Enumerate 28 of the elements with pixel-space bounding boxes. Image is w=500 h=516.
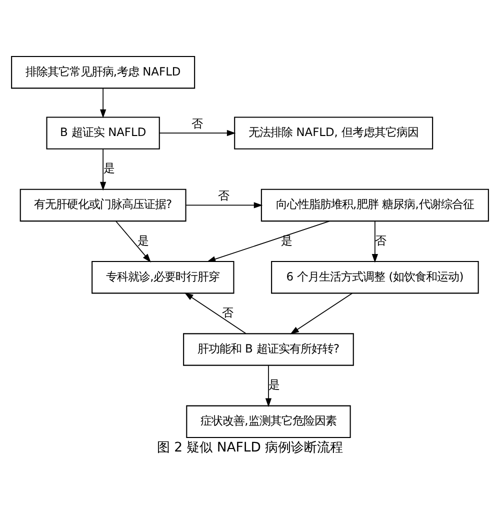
arrow bbox=[206, 220, 330, 262]
node-box: B 超证实 NAFLD bbox=[46, 116, 160, 150]
node-box: 无法排除 NAFLD, 但考虑其它病因 bbox=[234, 116, 434, 150]
node-box: 有无肝硬化或门脉高压证据? bbox=[20, 188, 186, 222]
edge-label: 否 bbox=[222, 305, 234, 320]
arrow bbox=[159, 130, 236, 136]
arrow bbox=[186, 202, 263, 208]
arrow bbox=[100, 88, 106, 118]
arrow bbox=[265, 365, 272, 408]
node-box: 症状改善,监测其它危险因素 bbox=[186, 405, 351, 438]
edge-label: 否 bbox=[191, 116, 202, 130]
arrow bbox=[290, 292, 353, 334]
caption: 图 2 疑似 NAFLD 病例诊断流程 bbox=[156, 440, 344, 456]
edge-label: 是 bbox=[281, 233, 292, 248]
edge-label: 是 bbox=[138, 233, 149, 248]
arrow bbox=[372, 220, 378, 263]
node-box: 肝功能和 B 超证实有所好转? bbox=[183, 333, 354, 366]
edge-label: 是 bbox=[103, 161, 114, 176]
arrow bbox=[116, 220, 152, 262]
node-box: 6 个月生活方式调整 (如饮食和运动) bbox=[271, 261, 479, 294]
edge-label: 是 bbox=[268, 378, 280, 392]
node-box: 专科就诊,必要时行肝穿 bbox=[92, 261, 234, 294]
edge-label: 否 bbox=[218, 188, 230, 202]
arrow bbox=[100, 148, 106, 191]
edge-label: 否 bbox=[375, 233, 386, 248]
node-box: 向心性脂肪堆积,肥胖 糖尿病,代谢综合征 bbox=[260, 188, 489, 222]
node-box: 排除其它常见肝病,考虑 NAFLD bbox=[11, 56, 196, 89]
arrow bbox=[184, 292, 246, 334]
